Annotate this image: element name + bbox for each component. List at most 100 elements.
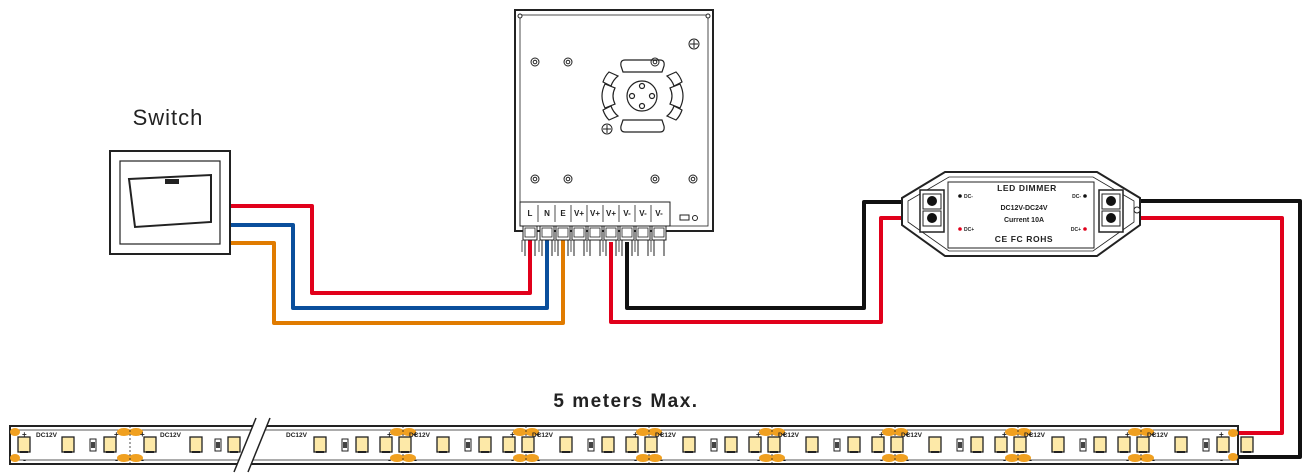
terminal-label: V+ (590, 209, 600, 218)
minus-sign: - (115, 455, 118, 465)
plus-sign: + (536, 430, 541, 439)
led-chip (970, 436, 984, 453)
cut-pad-pair: ++-- (1002, 426, 1033, 465)
led-chip (767, 436, 781, 453)
plus-sign: + (905, 430, 910, 439)
dimmer-certs: CE FC ROHS (995, 234, 1053, 244)
plus-sign: + (659, 430, 664, 439)
segment-voltage-label: DC12V (532, 432, 554, 439)
dimmer-title: LED DIMMER (997, 183, 1057, 193)
led-chip (625, 436, 639, 453)
resistor (89, 438, 97, 452)
minus-sign: - (634, 455, 637, 465)
terminal-label: V- (655, 209, 663, 218)
led-chip (355, 436, 369, 453)
led-chip (1093, 436, 1107, 453)
minus-sign: - (511, 455, 514, 465)
led-chip (847, 436, 861, 453)
strip-length-label: 5 meters Max. (553, 391, 698, 412)
plus-sign: + (1125, 430, 1130, 439)
plus-sign: + (1219, 430, 1224, 439)
plus-sign: + (633, 430, 638, 439)
fan-grille-icon (601, 59, 684, 133)
segment-voltage-label: DC12V (286, 432, 308, 439)
terminal-label: V+ (574, 209, 584, 218)
led-chip (103, 436, 117, 453)
resistor (1202, 438, 1210, 452)
resistor (833, 438, 841, 452)
plus-sign: + (756, 430, 761, 439)
minus-sign: - (23, 455, 26, 465)
terminal-block (570, 225, 587, 256)
wire-neutral (230, 223, 549, 310)
minus-sign: - (906, 455, 909, 465)
minus-sign: - (388, 455, 391, 465)
terminal-block (618, 225, 635, 256)
plus-sign: + (879, 430, 884, 439)
plus-sign: + (782, 430, 787, 439)
led-chip (61, 436, 75, 453)
dimmer-input-plus-label: DC+ (964, 227, 974, 233)
wire-earth (230, 240, 565, 325)
switch-label: Switch (133, 105, 204, 130)
led-chip (1240, 436, 1254, 453)
switch-icon (109, 150, 231, 255)
segment-voltage-label: DC12V (655, 432, 677, 439)
led-chip (521, 436, 535, 453)
cut-pad-pair: + + - - (1125, 426, 1156, 465)
resistor (341, 438, 349, 452)
led-chip (436, 436, 450, 453)
segment-voltage-label: DC12V (1024, 432, 1046, 439)
led-chip (379, 436, 393, 453)
power-supply-icon (514, 9, 714, 232)
resistor (710, 438, 718, 452)
terminal-block (602, 225, 619, 256)
cut-pad-pair: + + - - (756, 426, 787, 465)
led-chip (1174, 436, 1188, 453)
plus-sign: + (387, 430, 392, 439)
dimmer-current: Current 10A (1004, 217, 1044, 224)
terminal-block (634, 225, 651, 256)
terminal-block (521, 225, 538, 256)
led-chip (398, 436, 412, 453)
led-chip (928, 436, 942, 453)
led-chip (1216, 436, 1230, 453)
plus-sign: + (1151, 430, 1156, 439)
led-chip (478, 436, 492, 453)
switch: Switch (109, 105, 231, 255)
minus-sign: - (537, 455, 540, 465)
terminal-block (586, 225, 603, 256)
led-chip (17, 436, 31, 453)
minus-sign: - (783, 455, 786, 465)
terminal-dividers (537, 205, 652, 222)
led-chip (502, 436, 516, 453)
terminal-label: V+ (606, 209, 616, 218)
wire-strip-positive (1114, 216, 1284, 435)
cut-pad-pair: ++-- (387, 426, 418, 465)
led-chip (1013, 436, 1027, 453)
segment-voltage-label: DC12V (160, 432, 182, 439)
minus-sign: - (414, 455, 417, 465)
terminal-block (650, 225, 667, 256)
minus-sign: - (757, 455, 760, 465)
minus-sign: - (1152, 455, 1155, 465)
wire-strip-negative (1114, 199, 1302, 459)
led-dimmer: LED DIMMER DC12V-DC24V Current 10A CE FC… (901, 171, 1141, 257)
power-supply: L N E V+ V+ V+ V- V- V- (514, 9, 714, 256)
terminal-block (554, 225, 571, 256)
dimmer-output-plus-label: DC+ (1071, 227, 1081, 233)
minus-sign: - (141, 455, 144, 465)
minus-sign: - (880, 455, 883, 465)
terminal-label: L (528, 209, 533, 218)
led-dimmer-icon (901, 171, 1141, 257)
terminal-label: V- (623, 209, 631, 218)
led-chip (871, 436, 885, 453)
terminal-block (538, 225, 555, 256)
led-chip (189, 436, 203, 453)
segment-voltage-label: DC12V (36, 432, 58, 439)
resistor (214, 438, 222, 452)
minus-sign: - (1126, 455, 1129, 465)
led-chip (748, 436, 762, 453)
dimmer-output-minus-label: DC- (1072, 194, 1081, 200)
